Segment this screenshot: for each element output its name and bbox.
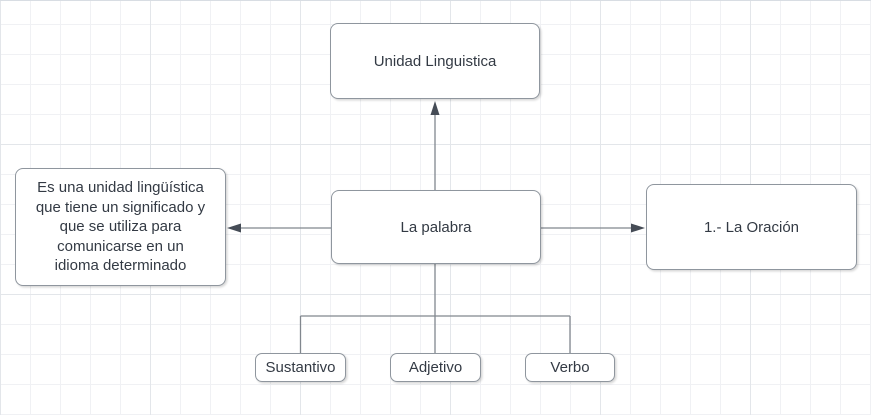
edge-palabra-to-oracion-arrow[interactable]: [541, 223, 645, 233]
node-la-palabra[interactable]: La palabra: [331, 190, 541, 264]
node-la-oracion-label: 1.- La Oración: [703, 218, 800, 236]
node-sustantivo-label: Sustantivo: [265, 359, 336, 376]
node-adjetivo-label: Adjetivo: [408, 359, 463, 376]
edge-palabra-to-unidad-arrow[interactable]: [430, 101, 440, 190]
edge-palabra-to-definicion-arrow[interactable]: [227, 223, 331, 233]
node-verbo-label: Verbo: [550, 359, 590, 376]
node-definicion-label: Es una unidad lingüística que tiene un s…: [35, 179, 206, 275]
node-adjetivo[interactable]: Adjetivo: [390, 353, 481, 382]
node-unidad-linguistica[interactable]: Unidad Linguistica: [330, 23, 540, 99]
node-definicion[interactable]: Es una unidad lingüística que tiene un s…: [15, 168, 226, 286]
node-la-oracion[interactable]: 1.- La Oración: [646, 184, 857, 270]
node-unidad-linguistica-label: Unidad Linguistica: [373, 52, 497, 70]
node-verbo[interactable]: Verbo: [525, 353, 615, 382]
node-sustantivo[interactable]: Sustantivo: [255, 353, 346, 382]
node-la-palabra-label: La palabra: [400, 218, 472, 236]
edge-palabra-to-subtypes-tree[interactable]: [299, 264, 571, 353]
